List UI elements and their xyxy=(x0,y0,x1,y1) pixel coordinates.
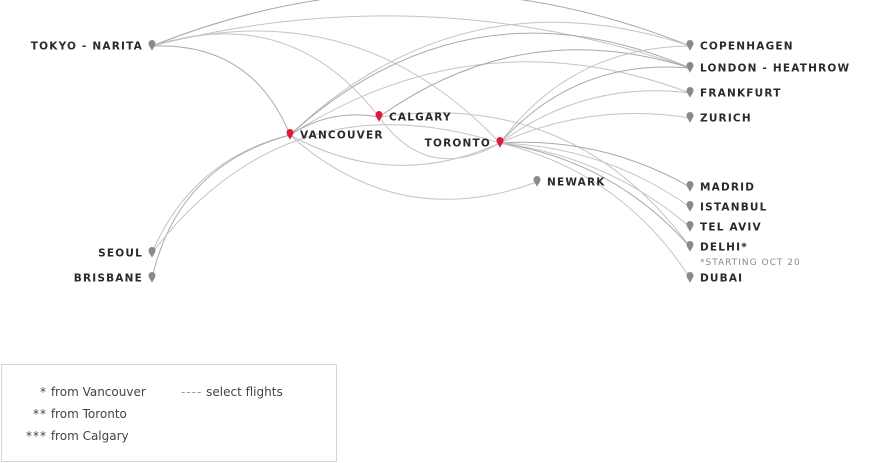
route-tokyo-copenhagen xyxy=(151,0,691,47)
route-vancouver-london xyxy=(289,32,691,136)
route-toronto-istanbul xyxy=(499,142,691,208)
copenhagen-pin-icon xyxy=(686,40,694,51)
london-label: LONDON - HEATHROW xyxy=(700,63,850,75)
route-tokyo-london xyxy=(151,15,691,69)
istanbul-pin-icon xyxy=(686,201,694,212)
route-calgary-toronto xyxy=(378,116,501,160)
dubai-pin-icon xyxy=(686,272,694,283)
route-calgary-delhi xyxy=(378,112,691,248)
delhi-pin-icon xyxy=(686,241,694,252)
route-tokyo-vancouver xyxy=(151,45,291,136)
route-toronto-telaviv xyxy=(499,142,691,228)
london-pin-icon xyxy=(686,62,694,73)
route-vancouver-toronto xyxy=(289,134,501,166)
route-vancouver-newark xyxy=(289,134,538,200)
zurich-pin-icon xyxy=(686,112,694,123)
copenhagen-label: COPENHAGEN xyxy=(700,41,794,53)
delhi-label: DELHI* xyxy=(700,242,748,254)
calgary-pin-icon xyxy=(375,111,383,122)
legend-marker: *** xyxy=(26,429,47,443)
brisbane-label: BRISBANE xyxy=(74,273,143,285)
toronto-pin-icon xyxy=(496,137,504,148)
legend-item-toronto: ** from Toronto xyxy=(33,407,127,421)
route-vancouver-calgary xyxy=(289,114,380,136)
legend-item-calgary: *** from Calgary xyxy=(26,429,129,443)
route-toronto-zurich xyxy=(499,113,691,144)
legend-marker: ** xyxy=(33,407,47,421)
toronto-label: TORONTO xyxy=(425,138,491,150)
seoul-pin-icon xyxy=(148,247,156,258)
route-toronto-delhi xyxy=(499,142,691,248)
telaviv-pin-icon xyxy=(686,221,694,232)
frankfurt-label: FRANKFURT xyxy=(700,88,782,100)
route-toronto-copenhagen xyxy=(499,45,691,144)
city-labels: TOKYO - NARITA VANCOUVER CALGARY TORONTO NEW… xyxy=(31,41,850,285)
route-toronto-dubai xyxy=(499,142,691,279)
seoul-label: SEOUL xyxy=(98,248,143,260)
route-tokyo-toronto xyxy=(151,30,501,144)
vancouver-label: VANCOUVER xyxy=(300,130,384,142)
telaviv-label: TEL AVIV xyxy=(700,222,762,234)
zurich-label: ZURICH xyxy=(700,113,752,125)
route-calgary-london xyxy=(378,49,691,118)
newark-pin-icon xyxy=(533,176,541,187)
tokyo-pin-icon xyxy=(148,40,156,51)
route-toronto-frankfurt xyxy=(499,90,691,144)
istanbul-label: ISTANBUL xyxy=(700,202,768,214)
route-toronto-madrid xyxy=(499,141,691,188)
legend-text: from Calgary xyxy=(50,429,129,443)
calgary-label: CALGARY xyxy=(389,112,452,124)
legend-text: from Toronto xyxy=(50,407,127,421)
tokyo-label: TOKYO - NARITA xyxy=(31,41,143,53)
legend-item-vancouver: * from Vancouver xyxy=(40,385,146,399)
frankfurt-pin-icon xyxy=(686,87,694,98)
legend-dash-marker: ---- xyxy=(181,385,203,399)
legend-text: from Vancouver xyxy=(50,385,146,399)
route-lines xyxy=(151,0,691,279)
newark-label: NEWARK xyxy=(547,177,606,189)
legend: * from Vancouver ** from Toronto *** fro… xyxy=(1,364,337,462)
route-toronto-london xyxy=(499,66,691,144)
route-brisbane-vancouver xyxy=(151,134,291,279)
route-vancouver-copenhagen xyxy=(289,21,691,136)
city-pins xyxy=(148,40,694,283)
madrid-pin-icon xyxy=(686,181,694,192)
legend-marker: * xyxy=(40,385,47,399)
madrid-label: MADRID xyxy=(700,182,755,194)
route-vancouver-frankfurt xyxy=(289,61,691,136)
legend-text: select flights xyxy=(206,385,283,399)
dubai-label: DUBAI xyxy=(700,273,743,285)
brisbane-pin-icon xyxy=(148,272,156,283)
legend-item-select-flights: ---- select flights xyxy=(181,385,283,399)
route-seoul-toronto xyxy=(151,124,501,254)
vancouver-pin-icon xyxy=(286,129,294,140)
delhi-note: *STARTING OCT 20 xyxy=(700,258,801,268)
